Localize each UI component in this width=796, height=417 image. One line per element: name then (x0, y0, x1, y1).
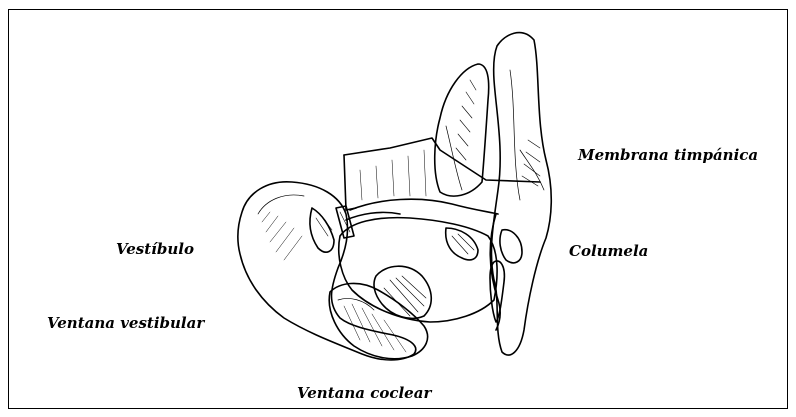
central-body (339, 218, 522, 322)
columela-shaft (344, 138, 540, 330)
label-ventana-coclear: Ventana coclear (297, 386, 431, 401)
label-vestibulo: Vestíbulo (116, 242, 194, 257)
vestibule-lobe (238, 182, 416, 360)
label-ventana-vestibular: Ventana vestibular (47, 316, 204, 331)
label-columela: Columela (569, 244, 648, 259)
label-membrana-timpanica: Membrana timpánica (578, 148, 758, 163)
